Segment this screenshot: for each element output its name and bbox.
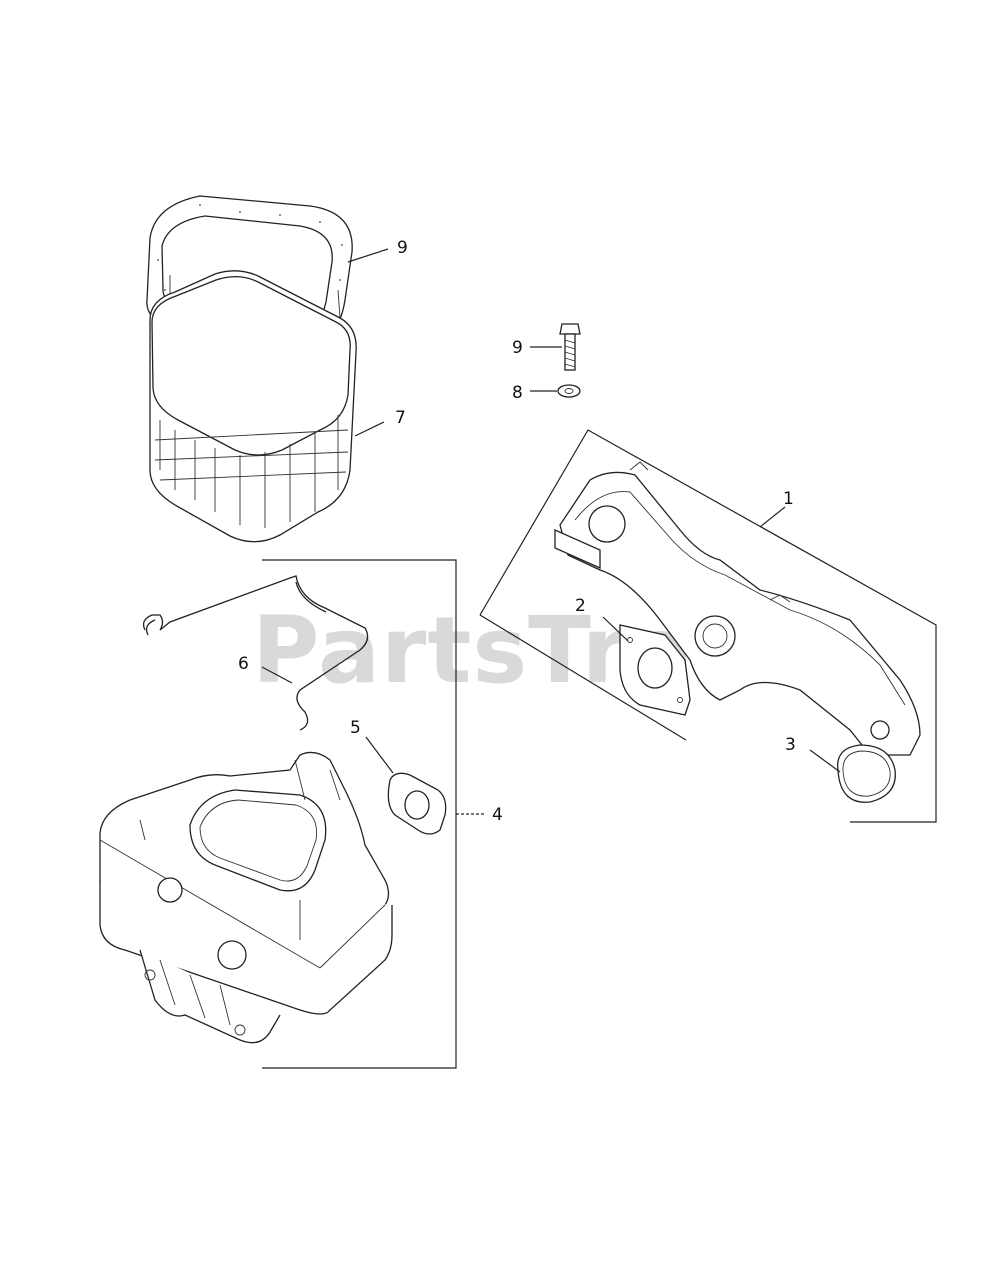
leader-line [354, 421, 385, 437]
leader-line [261, 666, 293, 684]
callout-label[interactable]: 9 [397, 238, 408, 258]
leader-line [347, 248, 389, 263]
o-ring-icon[interactable] [837, 744, 896, 803]
leader-line [365, 736, 394, 774]
gasket-icon[interactable] [387, 772, 447, 835]
leader-line [759, 506, 786, 528]
group-box-1-edge [479, 614, 687, 741]
intake-elbow-icon[interactable] [554, 461, 921, 756]
air-filter-element-icon[interactable] [149, 270, 357, 543]
retaining-wire-icon[interactable] [142, 575, 369, 731]
callout-label[interactable]: 7 [395, 408, 406, 428]
callout-label[interactable]: 6 [238, 654, 249, 674]
group-box-1 [479, 429, 937, 823]
gasket-icon[interactable] [619, 624, 691, 716]
nut-icon[interactable] [557, 384, 581, 398]
callout-label[interactable]: 2 [575, 596, 586, 616]
callout-label[interactable]: 1 [783, 489, 794, 509]
bolt-icon[interactable] [559, 323, 581, 371]
callout-label[interactable]: 4 [492, 805, 503, 825]
leader-line [602, 616, 629, 642]
callout-label[interactable]: 8 [512, 383, 523, 403]
air-cleaner-base-icon[interactable] [99, 751, 393, 1044]
callout-label[interactable]: 3 [785, 735, 796, 755]
leader-line [809, 749, 841, 773]
callout-label[interactable]: 9 [512, 338, 523, 358]
callout-label[interactable]: 5 [350, 718, 361, 738]
